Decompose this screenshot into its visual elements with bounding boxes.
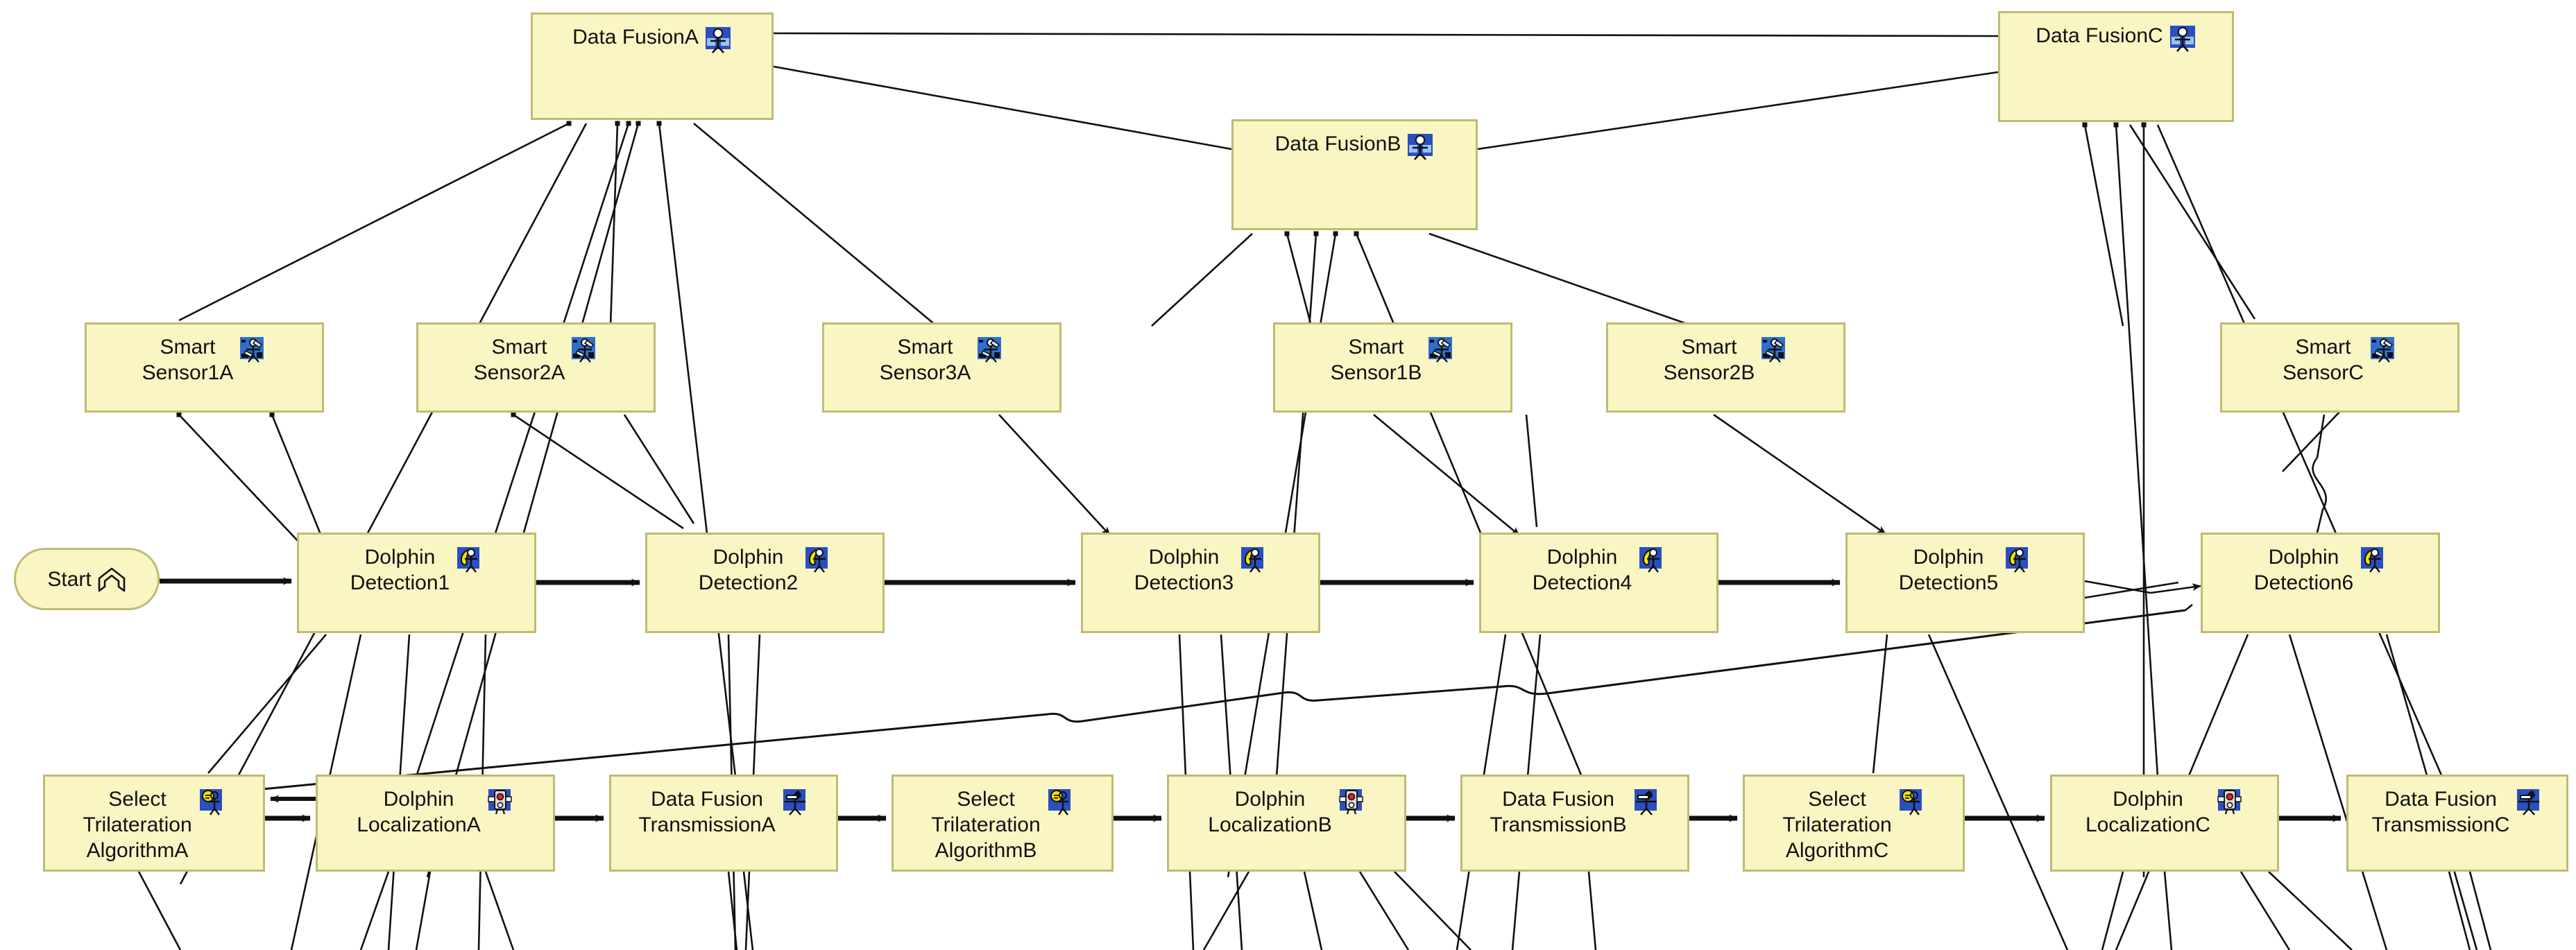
node-label: Select Trilateration AlgorithmC bbox=[1782, 788, 1892, 862]
node-dfA[interactable]: Data FusionA bbox=[531, 12, 774, 120]
node-staC[interactable]: Select Trilateration AlgorithmC bbox=[1743, 775, 1965, 872]
chevron-up-icon bbox=[97, 566, 126, 594]
dolphin-icon bbox=[2359, 546, 2387, 573]
node-label: Dolphin LocalizationB bbox=[1208, 788, 1332, 836]
node-dlC[interactable]: Dolphin LocalizationC bbox=[2050, 775, 2279, 872]
node-dd3[interactable]: Dolphin Detection3 bbox=[1081, 533, 1320, 633]
node-label: Select Trilateration AlgorithmA bbox=[83, 788, 192, 862]
node-ss3A[interactable]: Smart Sensor3A bbox=[822, 322, 1061, 413]
node-ss2B[interactable]: Smart Sensor2B bbox=[1606, 322, 1845, 413]
sensor-group-icon bbox=[570, 336, 598, 363]
node-dlA[interactable]: Dolphin LocalizationA bbox=[316, 775, 555, 872]
node-label: Start bbox=[47, 567, 92, 591]
node-label: Dolphin Detection6 bbox=[2253, 546, 2354, 594]
node-label: Select Trilateration AlgorithmB bbox=[931, 788, 1041, 862]
node-label: Data FusionC bbox=[2036, 24, 2163, 47]
transmit-icon bbox=[2515, 788, 2543, 815]
node-dd5[interactable]: Dolphin Detection5 bbox=[1845, 533, 2085, 633]
node-label: Data FusionA bbox=[572, 26, 699, 49]
node-dd4[interactable]: Dolphin Detection4 bbox=[1479, 533, 1718, 633]
node-label: Dolphin LocalizationC bbox=[2085, 788, 2211, 836]
node-label: Dolphin Detection5 bbox=[1898, 546, 1999, 594]
node-ssC[interactable]: Smart SensorC bbox=[2220, 322, 2459, 413]
algorithm-icon bbox=[1897, 788, 1925, 815]
node-ss2A[interactable]: Smart Sensor2A bbox=[416, 322, 656, 413]
node-staB[interactable]: Select Trilateration AlgorithmB bbox=[892, 775, 1114, 872]
node-ss1B[interactable]: Smart Sensor1B bbox=[1273, 322, 1512, 413]
sensor-group-icon bbox=[1427, 336, 1455, 363]
node-start[interactable]: Start bbox=[14, 548, 160, 610]
node-label: Data FusionB bbox=[1274, 132, 1401, 155]
node-label: Smart Sensor1B bbox=[1330, 336, 1422, 384]
node-dfC[interactable]: Data FusionC bbox=[1998, 11, 2234, 122]
node-label: Smart Sensor2A bbox=[473, 336, 565, 384]
node-dd2[interactable]: Dolphin Detection2 bbox=[645, 533, 885, 633]
transmit-icon bbox=[781, 788, 809, 815]
node-dlB[interactable]: Dolphin LocalizationB bbox=[1167, 775, 1406, 872]
node-dftA[interactable]: Data Fusion TransmissionA bbox=[609, 775, 838, 872]
localization-icon bbox=[1338, 788, 1365, 815]
node-staA[interactable]: Select Trilateration AlgorithmA bbox=[43, 775, 265, 872]
localization-icon bbox=[2216, 788, 2244, 815]
node-label: Data Fusion TransmissionA bbox=[638, 788, 776, 836]
actor-person-icon bbox=[2169, 24, 2197, 52]
dolphin-icon bbox=[803, 546, 831, 573]
node-label: Data Fusion TransmissionB bbox=[1490, 788, 1627, 836]
dolphin-icon bbox=[2004, 546, 2031, 573]
node-dfB[interactable]: Data FusionB bbox=[1231, 119, 1478, 230]
sensor-group-icon bbox=[239, 336, 266, 363]
algorithm-icon bbox=[198, 788, 225, 815]
sensor-group-icon bbox=[2369, 336, 2397, 363]
node-label: Dolphin Detection2 bbox=[698, 546, 799, 594]
node-label: Data Fusion TransmissionC bbox=[2371, 788, 2510, 836]
transmit-icon bbox=[1632, 788, 1660, 815]
node-label: Dolphin Detection1 bbox=[350, 546, 450, 594]
node-dd1[interactable]: Dolphin Detection1 bbox=[297, 533, 536, 633]
sensor-group-icon bbox=[976, 336, 1004, 363]
node-label: Smart Sensor1A bbox=[142, 336, 234, 384]
localization-icon bbox=[486, 788, 514, 815]
node-label: Smart SensorC bbox=[2283, 336, 2364, 384]
node-label: Dolphin LocalizationA bbox=[357, 788, 481, 836]
node-label: Smart Sensor3A bbox=[879, 336, 971, 384]
actor-person-icon bbox=[1406, 132, 1434, 160]
sensor-group-icon bbox=[1760, 336, 1788, 363]
node-dftB[interactable]: Data Fusion TransmissionB bbox=[1460, 775, 1689, 872]
node-label: Dolphin Detection4 bbox=[1532, 546, 1632, 594]
node-dd6[interactable]: Dolphin Detection6 bbox=[2201, 533, 2440, 633]
node-label: Dolphin Detection3 bbox=[1134, 546, 1234, 594]
dolphin-icon bbox=[1239, 546, 1267, 573]
node-ss1A[interactable]: Smart Sensor1A bbox=[85, 322, 324, 413]
node-label: Smart Sensor2B bbox=[1663, 336, 1755, 384]
actor-person-icon bbox=[704, 26, 732, 53]
node-dftC[interactable]: Data Fusion TransmissionC bbox=[2346, 775, 2568, 872]
dolphin-icon bbox=[455, 546, 483, 573]
algorithm-icon bbox=[1046, 788, 1074, 815]
dolphin-icon bbox=[1637, 546, 1665, 573]
